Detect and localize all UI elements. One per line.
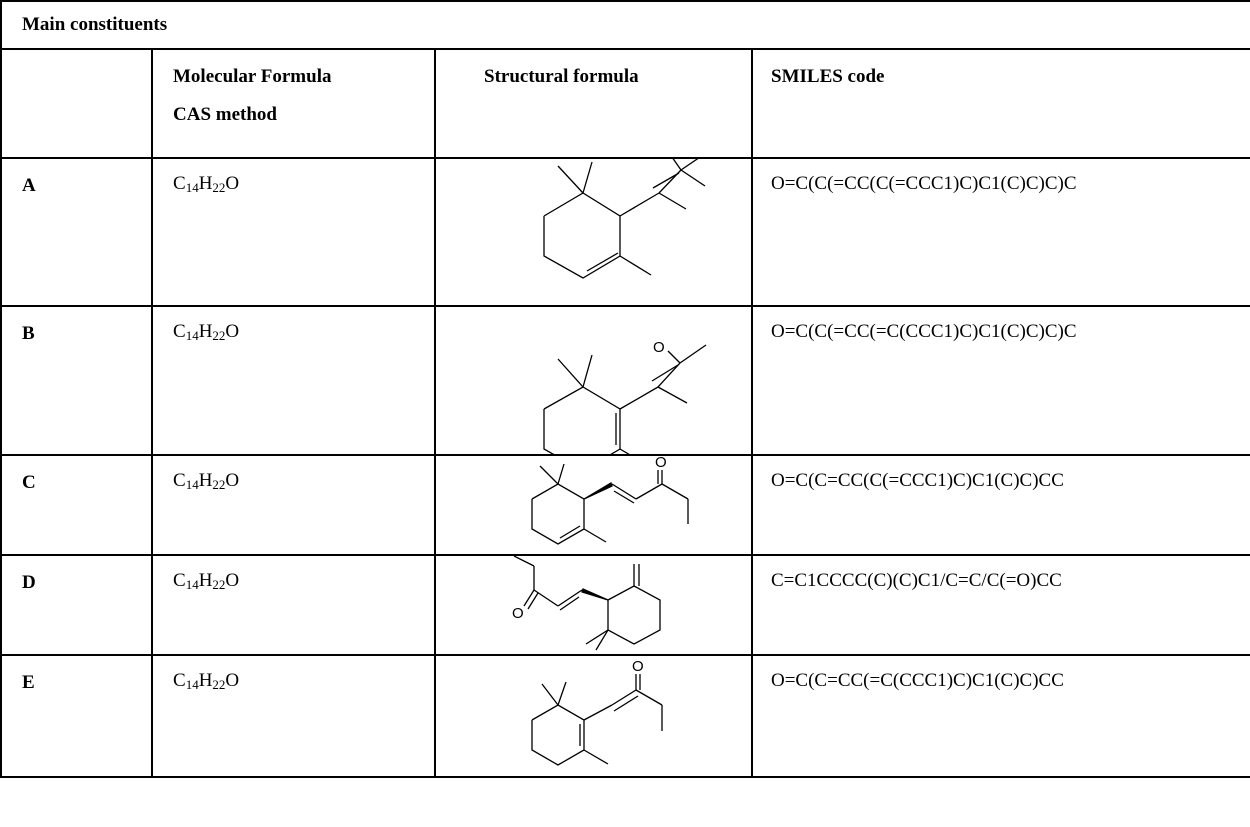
- smiles-code: O=C(C=CC(=C(CCC1)C)C1(C)C)CC: [771, 670, 1064, 691]
- table-row: D C14H22O O C=C1CCCC(C)(C)C1/C=C/C(=O)CC: [0, 554, 1250, 656]
- row-label: A: [22, 175, 36, 196]
- table-row: E C14H22O O O=C(C=CC(=C(CCC1)C)C1(C)C)CC: [0, 654, 1250, 778]
- row-label: D: [22, 572, 36, 593]
- table-row: C C14H22O O O=C(C=CC(C(=CCC1)C)C1(C)C)CC: [0, 454, 1250, 556]
- svg-text:O: O: [653, 339, 665, 356]
- structure-d-image: O: [512, 556, 661, 651]
- header-cas-method: CAS method: [173, 104, 277, 125]
- header-empty-cell: [0, 48, 153, 159]
- smiles-code: O=C(C(=CC(C(=CCC1)C)C1(C)C)C)C: [771, 173, 1077, 194]
- structure-c-image: O: [531, 456, 689, 545]
- smiles-code: O=C(C(=CC(=C(CCC1)C)C1(C)C)C)C: [771, 321, 1077, 342]
- header-molecular-formula: Molecular Formula: [173, 66, 332, 87]
- header-structure-cell: Structural formula: [434, 48, 753, 159]
- row-label: E: [22, 672, 35, 693]
- svg-text:O: O: [512, 605, 524, 622]
- table-row: A C14H22O O: [0, 157, 1250, 307]
- header-smiles-code: SMILES code: [771, 66, 885, 87]
- header-smiles-cell: SMILES code: [750, 48, 1250, 159]
- row-label: B: [22, 323, 35, 344]
- structure-b-image: O: [543, 339, 707, 454]
- header-row: Molecular Formula CAS method Structural …: [0, 48, 1250, 159]
- title-row: Main constituents: [0, 0, 1250, 50]
- molecular-formula: C14H22O: [173, 173, 240, 195]
- row-label: C: [22, 472, 36, 493]
- table-title: Main constituents: [22, 14, 168, 35]
- molecular-formula: C14H22O: [173, 670, 240, 692]
- svg-text:O: O: [655, 456, 667, 471]
- header-formula-cell: Molecular Formula CAS method: [151, 48, 436, 159]
- title-cell: Main constituents: [0, 0, 1250, 50]
- smiles-code: O=C(C=CC(C(=CCC1)C)C1(C)C)CC: [771, 470, 1064, 491]
- header-structural-formula: Structural formula: [484, 66, 639, 87]
- constituents-table: Main constituents Molecular Formula CAS …: [0, 0, 1250, 778]
- structure-e-image: O: [531, 658, 663, 766]
- molecular-formula: C14H22O: [173, 470, 240, 492]
- table-row: B C14H22O O O=C(C(=CC(=C(CCC1)C)C1(C)C)C…: [0, 305, 1250, 456]
- molecular-formula: C14H22O: [173, 570, 240, 592]
- smiles-code: C=C1CCCC(C)(C)C1/C=C/C(=O)CC: [771, 570, 1062, 591]
- structure-a-image: O: [543, 159, 706, 279]
- svg-text:O: O: [632, 658, 644, 675]
- molecular-formula: C14H22O: [173, 321, 240, 343]
